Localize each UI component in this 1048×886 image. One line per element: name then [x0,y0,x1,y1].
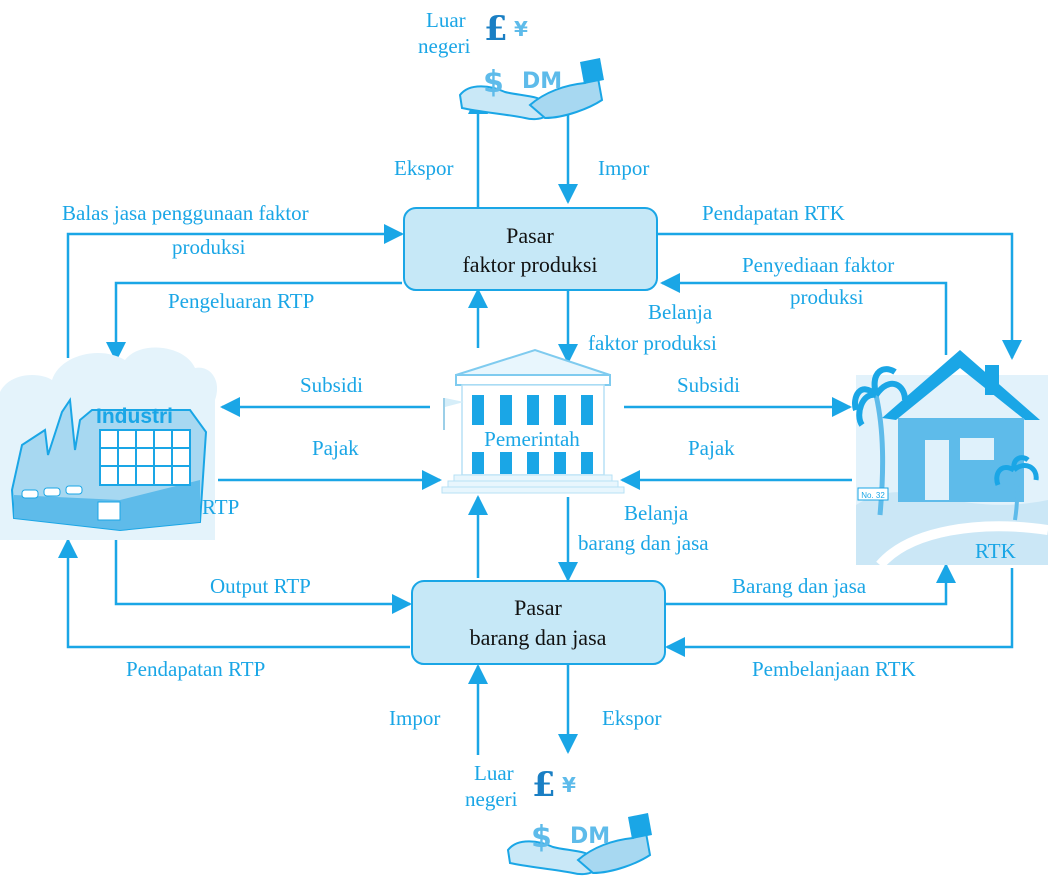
household-spending-label: Pembelanjaan RTK [752,657,916,681]
tax-left-label: Pajak [312,436,359,460]
abroad-bottom-node: Luar negeri £ ¥ $ DM [465,761,652,876]
factor-supply-label-2: produksi [790,285,864,309]
export-top-label: Ekspor [394,156,454,180]
factor-market-line2: faktor produksi [462,252,597,277]
goods-services-label: Barang dan jasa [732,574,867,598]
subsidy-left-label: Subsidi [300,373,363,397]
goods-services-arrow [665,563,956,606]
gov-goods-spending-label-2: barang dan jasa [578,531,709,555]
firm-income-label: Pendapatan RTP [126,657,265,681]
household-spending-arrow [665,568,1014,657]
svg-text:£: £ [484,9,508,49]
svg-text:DM: DM [570,824,610,849]
government-building-icon: Pemerintah [441,348,625,494]
firm-output-arrow [114,538,412,614]
abroad-top-node: Luar negeri £ ¥ $ DM [418,8,604,121]
currency-hands-icon: £ ¥ $ DM [458,9,604,121]
tax-right-label: Pajak [688,436,735,460]
svg-text:$: $ [483,65,504,100]
factor-supply-label-1: Penyediaan faktor [742,253,894,277]
abroad-top-line2: negeri [418,34,471,58]
firm-output-label: Output RTP [210,574,311,598]
factor-payment-label-1: Balas jasa penggunaan faktor [62,201,309,225]
import-bottom-label: Impor [389,706,440,730]
abroad-bottom-line2: negeri [465,787,518,811]
factor-market-line1: Pasar [506,223,554,248]
house-number-plate: No. 32 [861,491,885,500]
household-label: RTK [975,539,1016,563]
svg-text:DM: DM [522,69,562,94]
currency-hands-icon: £ ¥ $ DM [506,765,652,876]
firm-expenditure-arrow [106,281,402,362]
firm-income-arrow [58,538,410,649]
factor-supply-arrow [660,273,948,355]
gov-factor-spending-label-1: Belanja [648,300,713,324]
firm-expenditure-label: Pengeluaran RTP [168,289,314,313]
svg-text:£: £ [532,765,556,805]
gov-factor-spending-label-2: faktor produksi [588,331,717,355]
svg-text:¥: ¥ [562,773,576,797]
goods-market-line1: Pasar [514,595,562,620]
house-palm-icon: No. 32 [852,350,1048,569]
subsidy-right-label: Subsidi [677,373,740,397]
government-label: Pemerintah [484,427,580,451]
factor-payment-label-2: produksi [172,235,246,259]
import-top-label: Impor [598,156,649,180]
abroad-bottom-line1: Luar [474,761,514,785]
factor-market-node: Pasar faktor produksi [403,207,658,291]
export-bottom-label: Ekspor [602,706,662,730]
household-income-arrow [657,232,1022,360]
factory-icon: Industri [0,347,218,540]
household-income-label: Pendapatan RTK [702,201,845,225]
flow-arrows [58,94,1022,755]
firm-label: RTP [202,495,239,519]
goods-market-node: Pasar barang dan jasa [411,580,666,665]
goods-market-line2: barang dan jasa [470,625,607,650]
factor-payment-arrow [66,224,404,358]
svg-text:$: $ [531,820,552,855]
factory-sign-label: Industri [96,405,173,428]
gov-goods-spending-label-1: Belanja [624,501,689,525]
abroad-top-line1: Luar [426,8,466,32]
svg-text:¥: ¥ [514,17,528,41]
